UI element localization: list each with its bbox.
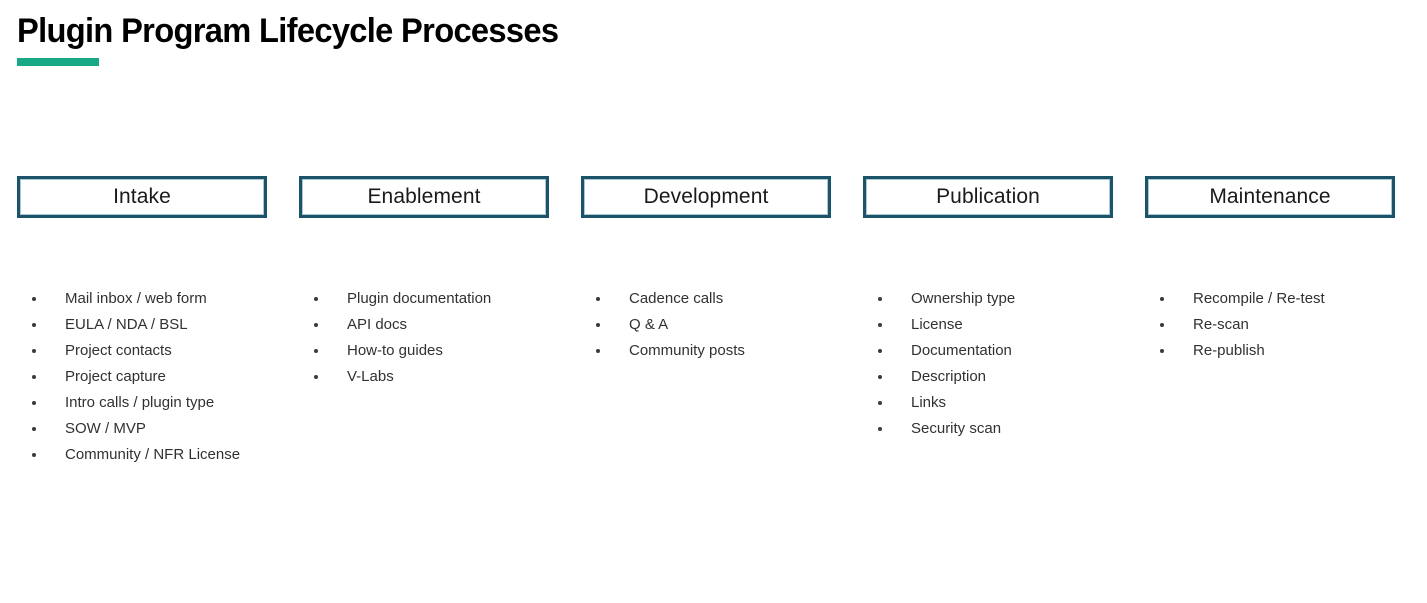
list-item: How-to guides — [299, 338, 549, 364]
phase-header-frame: Enablement — [302, 179, 546, 215]
list-item-label: Plugin documentation — [347, 290, 492, 307]
list-item-label: EULA / NDA / BSL — [65, 316, 188, 333]
bullet-dot-icon — [596, 323, 600, 327]
bullet-dot-icon — [32, 297, 36, 301]
bullet-dot-icon — [32, 401, 36, 405]
list-item: Ownership type — [863, 286, 1113, 312]
list-item: Community / NFR License — [17, 442, 267, 468]
list-item: Intro calls / plugin type — [17, 390, 267, 416]
list-item-label: Ownership type — [911, 290, 1016, 307]
list-item: Cadence calls — [581, 286, 831, 312]
bullet-dot-icon — [596, 297, 600, 301]
bullet-dot-icon — [314, 323, 318, 327]
bullet-dot-icon — [878, 401, 882, 405]
list-item: Security scan — [863, 416, 1113, 442]
bullet-dot-icon — [878, 297, 882, 301]
phase-header-frame: Maintenance — [1148, 179, 1392, 215]
list-item: V-Labs — [299, 364, 549, 390]
list-item-label: Links — [911, 394, 947, 411]
list-item-label: V-Labs — [347, 368, 394, 385]
list-item: Project capture — [17, 364, 267, 390]
list-item-label: Description — [911, 368, 987, 385]
phase-header-frame: Intake — [20, 179, 264, 215]
phase-header-label: Publication — [936, 185, 1040, 208]
list-item: SOW / MVP — [17, 416, 267, 442]
list-item-label: Q & A — [629, 316, 669, 333]
list-item-label: Recompile / Re-test — [1193, 290, 1325, 307]
list-item-label: Security scan — [911, 420, 1002, 437]
list-item: License — [863, 312, 1113, 338]
bullet-dot-icon — [596, 349, 600, 353]
list-item-label: Community posts — [629, 342, 745, 359]
list-item: Community posts — [581, 338, 831, 364]
list-item-label: License — [911, 316, 963, 333]
bullet-dot-icon — [1160, 323, 1164, 327]
list-item: Project contacts — [17, 338, 267, 364]
list-item: Description — [863, 364, 1113, 390]
list-item: EULA / NDA / BSL — [17, 312, 267, 338]
list-item-label: SOW / MVP — [65, 420, 146, 437]
phase-header-publication[interactable]: Publication — [863, 176, 1113, 218]
phase-header-frame: Development — [584, 179, 828, 215]
list-item-label: API docs — [347, 316, 408, 333]
phase-item-list-development: Cadence calls Q & A Community posts — [581, 286, 831, 364]
bullet-dot-icon — [878, 427, 882, 431]
list-item: Re-scan — [1145, 312, 1395, 338]
list-item: Documentation — [863, 338, 1113, 364]
list-item: Plugin documentation — [299, 286, 549, 312]
bullet-dot-icon — [314, 297, 318, 301]
list-item-label: Project contacts — [65, 342, 172, 359]
list-item: API docs — [299, 312, 549, 338]
bullet-dot-icon — [878, 323, 882, 327]
bullet-dot-icon — [32, 323, 36, 327]
list-item-label: Documentation — [911, 342, 1012, 359]
phase-header-enablement[interactable]: Enablement — [299, 176, 549, 218]
list-item-label: Project capture — [65, 368, 166, 385]
list-item-label: Community / NFR License — [65, 446, 241, 463]
list-item-label: Cadence calls — [629, 290, 724, 307]
title-accent-bar — [17, 58, 99, 66]
bullet-dot-icon — [1160, 349, 1164, 353]
phase-header-label: Development — [643, 185, 769, 208]
list-item: Recompile / Re-test — [1145, 286, 1395, 312]
bullet-dot-icon — [32, 427, 36, 431]
list-item: Mail inbox / web form — [17, 286, 267, 312]
phase-header-label: Maintenance — [1209, 185, 1331, 208]
bullet-dot-icon — [32, 375, 36, 379]
bullet-dot-icon — [32, 349, 36, 353]
bullet-dot-icon — [878, 375, 882, 379]
phase-header-intake[interactable]: Intake — [17, 176, 267, 218]
slide-title: Plugin Program Lifecycle Processes — [17, 12, 559, 50]
phase-header-label: Enablement — [367, 185, 481, 208]
phase-header-development[interactable]: Development — [581, 176, 831, 218]
bullet-dot-icon — [32, 453, 36, 457]
list-item-label: Intro calls / plugin type — [65, 394, 215, 411]
list-item: Links — [863, 390, 1113, 416]
list-item: Re-publish — [1145, 338, 1395, 364]
bullet-dot-icon — [314, 349, 318, 353]
bullet-dot-icon — [314, 375, 318, 379]
list-item-label: Re-scan — [1193, 316, 1249, 333]
list-item-label: How-to guides — [347, 342, 443, 359]
list-item-label: Mail inbox / web form — [65, 290, 207, 307]
list-item-label: Re-publish — [1193, 342, 1265, 359]
phase-header-frame: Publication — [866, 179, 1110, 215]
phase-header-maintenance[interactable]: Maintenance — [1145, 176, 1395, 218]
phase-header-label: Intake — [113, 185, 171, 208]
bullet-dot-icon — [1160, 297, 1164, 301]
list-item: Q & A — [581, 312, 831, 338]
bullet-dot-icon — [878, 349, 882, 353]
